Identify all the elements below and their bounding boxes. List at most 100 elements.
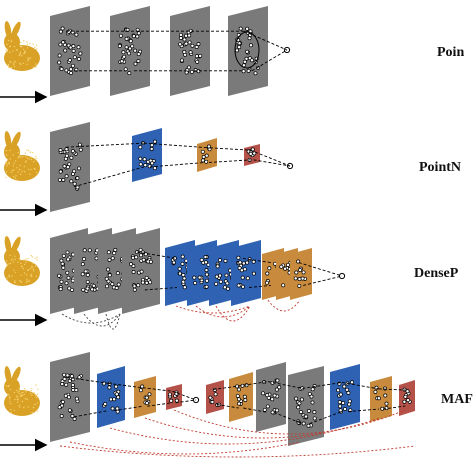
point: [384, 401, 389, 406]
point: [169, 398, 174, 403]
point: [64, 382, 69, 387]
point: [223, 258, 228, 263]
point: [281, 283, 286, 288]
point: [188, 50, 193, 55]
point: [127, 51, 131, 56]
point: [198, 53, 203, 58]
point: [115, 271, 120, 276]
point: [272, 393, 277, 398]
point: [206, 144, 211, 149]
point: [342, 384, 347, 389]
bunny-speckle: [36, 402, 38, 404]
point: [58, 42, 63, 47]
bunny-speckle: [16, 167, 18, 169]
bunny-speckle: [5, 49, 7, 51]
point: [107, 385, 112, 390]
point: [402, 399, 407, 404]
bunny-speckle: [27, 58, 30, 61]
point: [235, 393, 240, 398]
point: [178, 42, 183, 47]
point: [242, 267, 247, 272]
bunny-speckle: [37, 388, 39, 390]
bunny-ear: [11, 131, 21, 149]
bunny-speckle: [14, 177, 17, 179]
bunny-speckle: [26, 278, 28, 281]
point: [138, 388, 143, 393]
bunny-speckle: [35, 63, 37, 65]
point: [70, 149, 75, 154]
point: [383, 393, 388, 398]
point: [181, 279, 186, 284]
bunny-speckle: [22, 62, 24, 64]
point: [403, 394, 408, 399]
bunny-speckle: [19, 51, 22, 53]
point: [168, 392, 172, 397]
skip-connection: [69, 441, 301, 455]
dashed-link: [149, 162, 206, 168]
bunny-speckle: [32, 406, 35, 409]
bunny-speckle: [26, 157, 29, 159]
dashed-link: [378, 388, 406, 391]
point: [77, 166, 81, 171]
bunny-speckle: [31, 266, 34, 268]
bunny-speckle: [5, 171, 8, 173]
dashed-link: [175, 399, 197, 404]
bunny-speckle: [31, 388, 33, 390]
point: [152, 166, 157, 171]
point: [204, 272, 209, 277]
point: [261, 391, 266, 396]
point: [201, 158, 205, 163]
point: [248, 151, 253, 156]
feature-layer: [288, 366, 324, 446]
bunny-ear: [11, 236, 21, 254]
point: [144, 280, 149, 285]
point: [244, 56, 249, 61]
bunny-speckle: [37, 410, 39, 412]
feature-layer: [330, 364, 360, 430]
bunny-speckle: [25, 391, 27, 393]
point: [341, 401, 346, 405]
point: [138, 162, 143, 167]
skip-connection: [195, 305, 251, 318]
dashed-link: [208, 159, 251, 163]
bunny-speckle: [18, 404, 20, 407]
bunny-speckle: [16, 395, 18, 397]
point: [251, 271, 256, 276]
dashed-link: [137, 251, 178, 259]
point: [180, 261, 185, 266]
point: [68, 67, 73, 72]
point: [141, 257, 146, 262]
bunny-speckle: [19, 168, 21, 171]
bunny-speckle: [30, 156, 32, 158]
bunny-speckle: [6, 260, 8, 262]
point: [62, 164, 67, 169]
point: [119, 59, 124, 64]
bunny-speckle: [14, 271, 16, 273]
point: [136, 31, 141, 36]
bunny-ear: [4, 21, 12, 39]
point: [300, 276, 305, 281]
point: [64, 281, 69, 286]
point: [136, 283, 141, 288]
point: [72, 55, 77, 60]
point: [67, 408, 72, 413]
dashed-link: [253, 159, 291, 167]
bunny-speckle: [25, 261, 27, 263]
point: [208, 395, 213, 400]
point: [140, 384, 145, 389]
bunny-speckle: [8, 274, 10, 277]
point: [190, 43, 195, 48]
bunny-speckle: [14, 60, 16, 63]
bunny-speckle: [17, 261, 19, 263]
point: [275, 408, 280, 413]
dashed-link: [243, 30, 288, 51]
bunny-speckle: [25, 281, 28, 283]
point: [67, 58, 72, 63]
point: [218, 273, 222, 278]
point: [65, 165, 70, 170]
point: [250, 58, 254, 63]
point: [76, 45, 81, 50]
point: [115, 406, 120, 411]
point: [197, 275, 202, 280]
dashed-link: [204, 147, 251, 151]
